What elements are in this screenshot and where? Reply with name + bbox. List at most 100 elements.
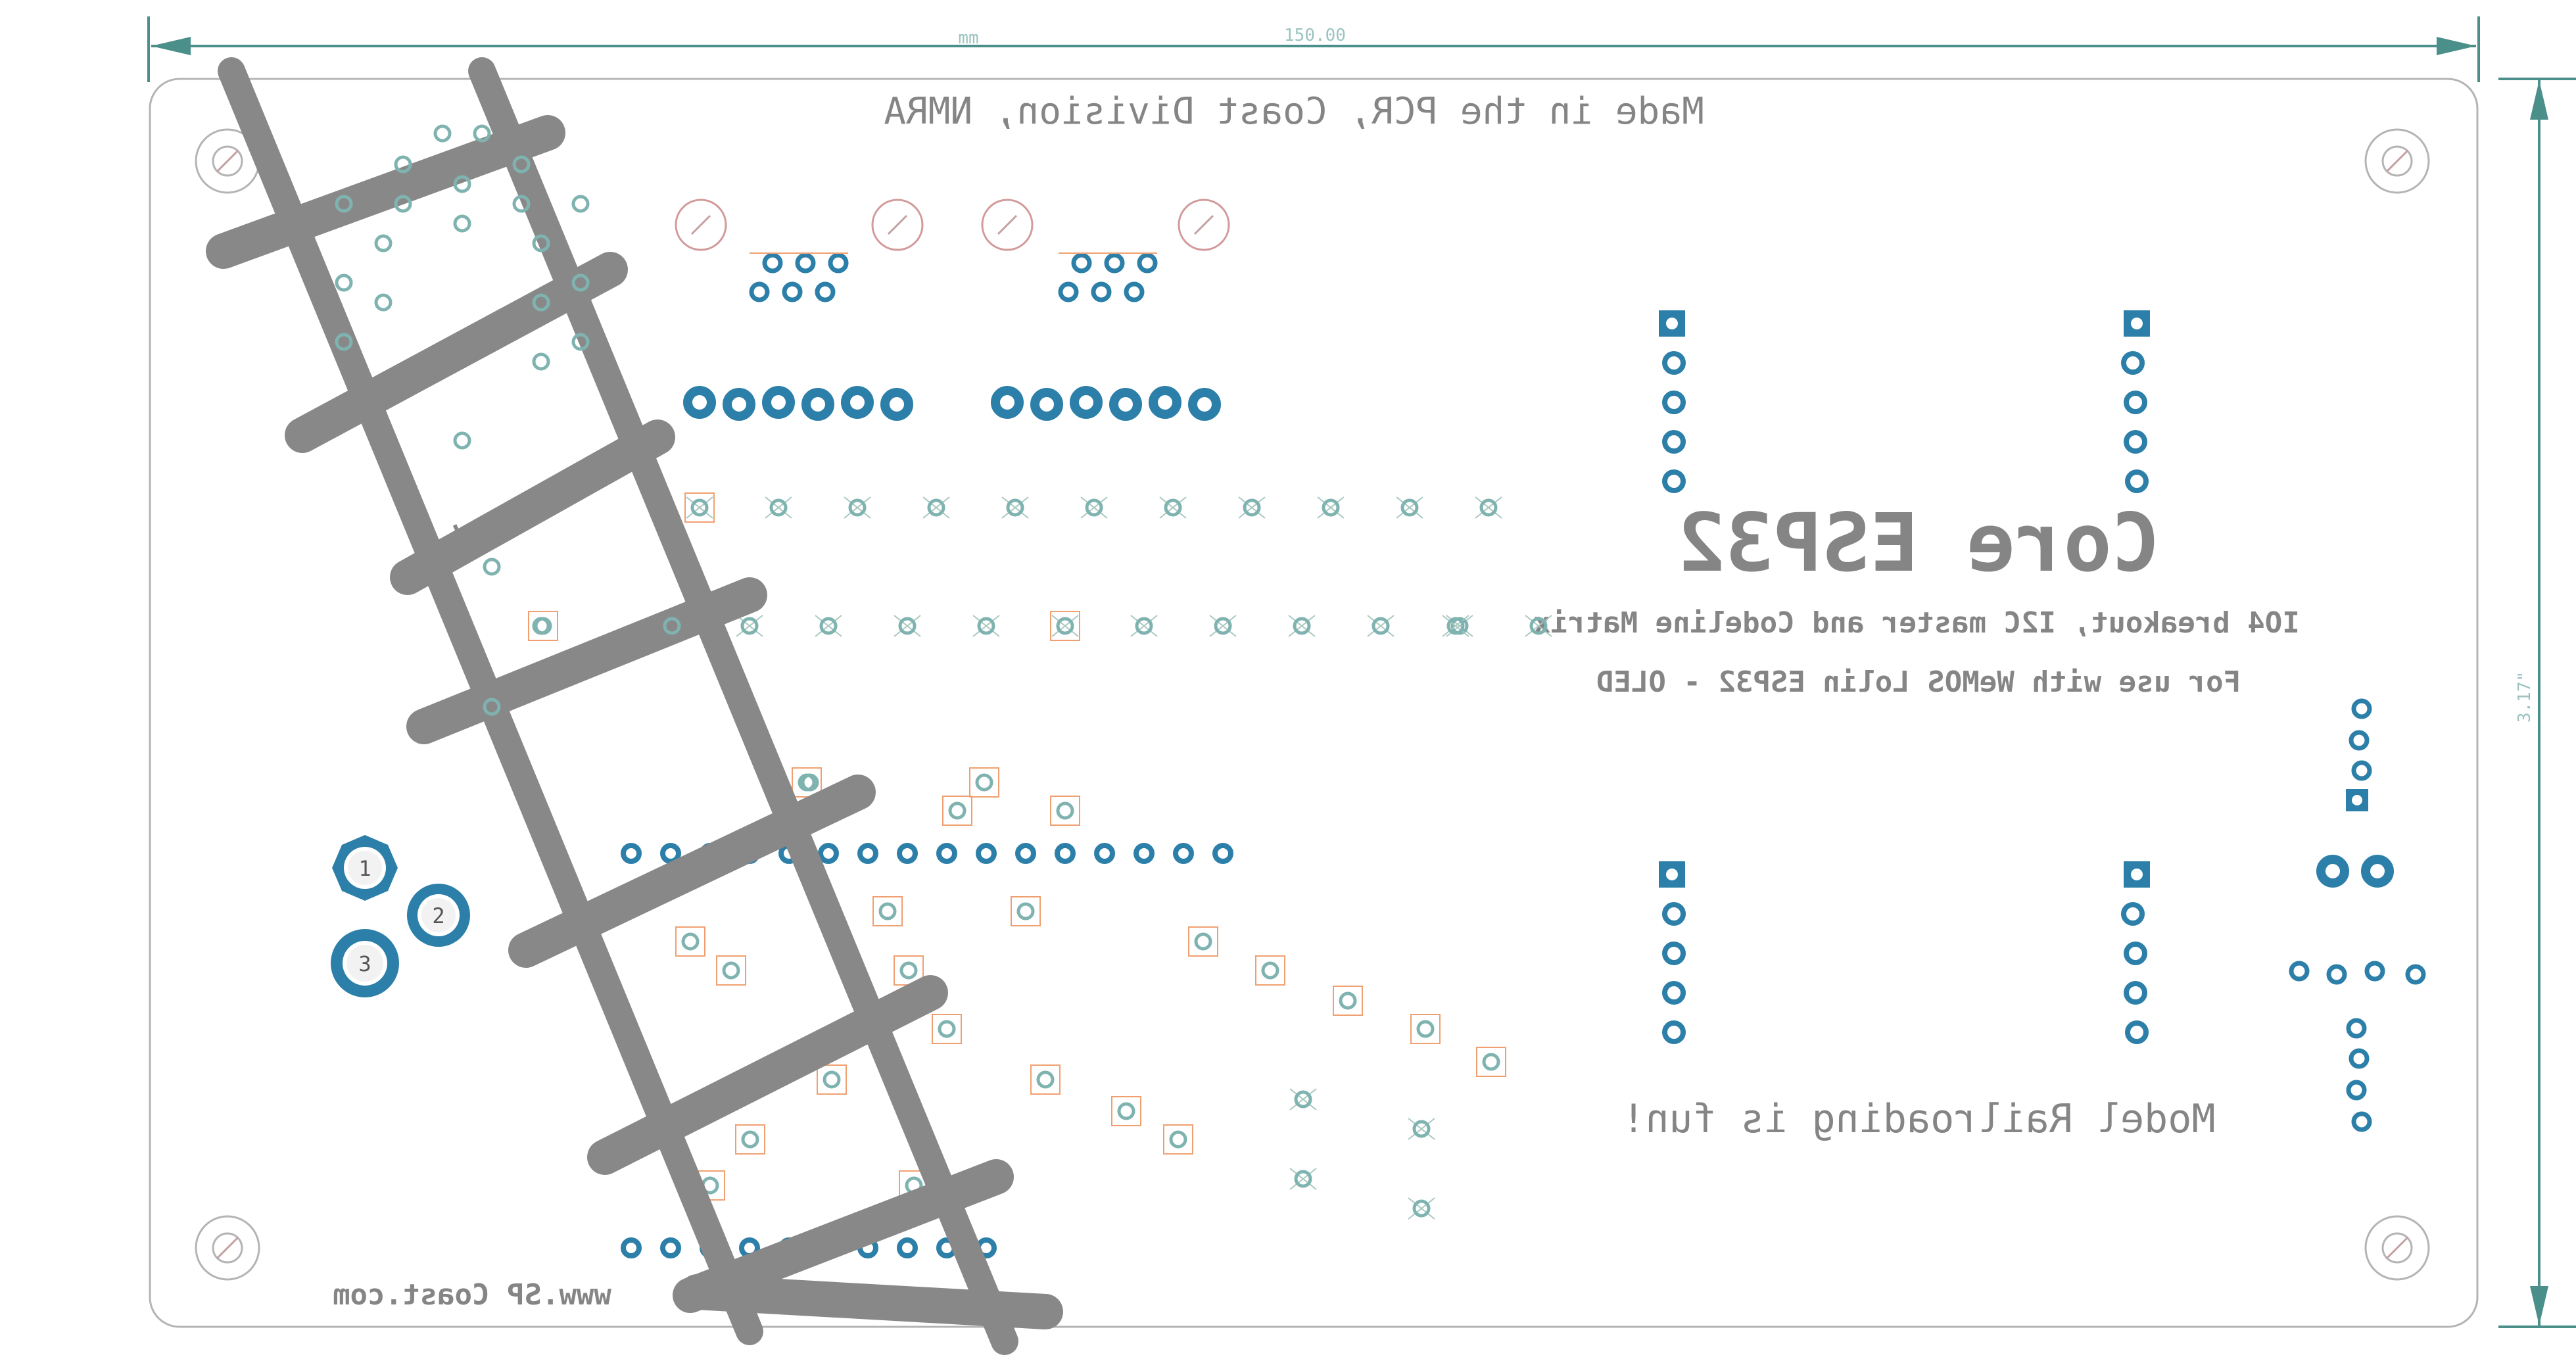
via	[872, 896, 903, 926]
via	[675, 926, 705, 957]
esp32-header-bottom-right	[2121, 861, 2150, 1044]
via	[532, 352, 550, 371]
i2c-header-horizontal	[2289, 961, 2426, 985]
via	[765, 496, 792, 519]
i2c-header-vertical	[2346, 698, 2372, 811]
via-row-upper	[684, 492, 1502, 523]
via	[453, 175, 471, 193]
via	[483, 698, 501, 716]
via	[972, 615, 1000, 637]
via	[532, 617, 550, 635]
via	[894, 615, 921, 637]
via	[817, 1064, 847, 1095]
mounting-hole	[195, 1215, 260, 1281]
via	[1408, 1197, 1435, 1220]
board-title: Core ESP32	[1677, 496, 2160, 590]
via	[1333, 986, 1363, 1016]
mounting-hole	[2364, 1215, 2430, 1281]
via	[1111, 1096, 1141, 1126]
via	[1255, 955, 1285, 986]
via	[473, 124, 491, 143]
via	[716, 955, 746, 986]
esp32-header-bottom-left	[1659, 861, 1686, 1044]
via	[512, 195, 531, 213]
via	[1130, 615, 1158, 637]
header-6pin-right	[991, 386, 1221, 421]
width-dimension-unit: mm	[958, 28, 978, 48]
connector-mounting-hole	[675, 199, 727, 251]
via	[335, 195, 353, 213]
via	[1410, 1014, 1441, 1044]
via	[512, 155, 531, 174]
esp32-header-top-right	[2121, 310, 2150, 493]
i2c-header-lower-vertical	[2346, 1018, 2372, 1132]
railroad-track-logo	[206, 57, 1063, 1355]
via	[1288, 615, 1316, 637]
header-pin	[1133, 843, 1155, 864]
header-pin	[818, 843, 839, 864]
via	[1476, 1047, 1506, 1077]
header-pin	[1173, 843, 1194, 864]
rj-connector-right	[1058, 252, 1158, 302]
mounting-hole	[2364, 128, 2430, 194]
via	[532, 234, 550, 252]
via	[453, 214, 471, 233]
via	[335, 333, 353, 351]
via	[815, 615, 842, 637]
header-pin	[936, 843, 957, 864]
terminal-label-2: 2	[432, 903, 444, 928]
header-pin	[897, 843, 918, 864]
via	[844, 496, 871, 519]
terminal-label-1: 1	[358, 856, 371, 881]
power-terminal-block: 1 2 3	[331, 835, 470, 997]
made-in-credit: Made in the PCR, Coast Division, NMRA	[884, 90, 1704, 133]
via	[922, 496, 950, 519]
power-jumper-pads	[2316, 855, 2394, 888]
usage-note: For use with WeMOS Lolin ESP32 - OLED	[1596, 665, 2241, 699]
header-pin	[857, 843, 878, 864]
via	[1289, 1088, 1317, 1110]
terminal-pin-2: 2	[407, 884, 470, 947]
via	[1525, 615, 1552, 637]
header-pin	[1094, 843, 1115, 864]
via	[736, 615, 763, 637]
header-pin	[621, 1237, 642, 1258]
via	[394, 155, 412, 174]
via	[1238, 496, 1266, 519]
via	[571, 274, 590, 292]
height-dimension: 3.17"	[2498, 78, 2576, 1328]
rj-connector-left	[749, 252, 849, 302]
terminal-label-3: 3	[358, 951, 371, 976]
via	[1408, 1118, 1435, 1140]
header-pin	[897, 1237, 918, 1258]
via	[1188, 926, 1218, 957]
via	[684, 492, 715, 523]
height-dimension-label: 3.17"	[2515, 671, 2535, 723]
header-pin	[976, 843, 997, 864]
esp32-header-top-left	[1659, 310, 1686, 493]
via	[1011, 896, 1041, 926]
header-pin	[1015, 843, 1036, 864]
via	[942, 796, 972, 826]
header-6pin-left	[683, 386, 913, 421]
via	[801, 773, 819, 792]
via	[532, 293, 550, 312]
connector-mounting-hole	[1178, 199, 1230, 251]
terminal-pin-1: 1	[332, 835, 398, 901]
via	[1050, 611, 1080, 641]
via	[1001, 496, 1029, 519]
header-pin	[660, 843, 681, 864]
tagline: Model Railroading is fun!	[1621, 1096, 2215, 1142]
via	[374, 234, 393, 252]
via	[433, 124, 452, 143]
via	[932, 1014, 962, 1044]
width-dimension-label: 150.00	[1284, 26, 1346, 45]
via	[1289, 1168, 1317, 1190]
via	[1442, 615, 1469, 637]
via	[1209, 615, 1237, 637]
via	[483, 558, 501, 576]
via	[1475, 496, 1502, 519]
via	[1159, 496, 1187, 519]
via	[571, 333, 590, 351]
via	[969, 767, 999, 798]
